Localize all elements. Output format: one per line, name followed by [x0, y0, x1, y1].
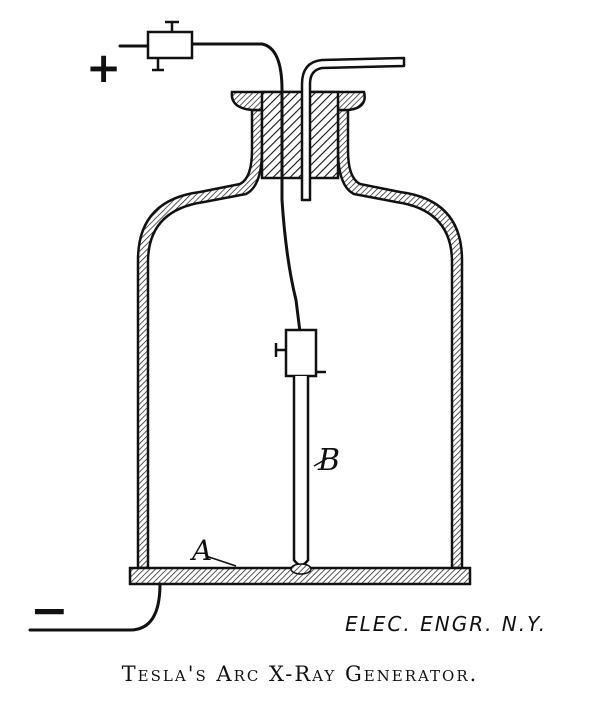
engraver-credit: ELEC. ENGR. N.Y. — [345, 612, 548, 636]
electrode-rod-b — [292, 376, 310, 567]
positive-lead — [118, 42, 302, 334]
label-a-leader — [205, 555, 237, 567]
stopper — [260, 90, 340, 180]
minus-sign: − — [30, 583, 69, 637]
label-b: B — [317, 443, 340, 478]
figure-caption: Tesla's Arc X-Ray Generator. — [121, 662, 479, 686]
outlet-tube — [300, 56, 406, 202]
electrode-clamp — [274, 328, 326, 378]
negative-lead — [28, 582, 162, 632]
plus-sign: + — [86, 43, 121, 92]
arc-spot — [290, 563, 312, 575]
label-a: A — [189, 534, 212, 567]
label-b-leader — [313, 457, 329, 467]
positive-terminal-clamp — [146, 20, 194, 72]
